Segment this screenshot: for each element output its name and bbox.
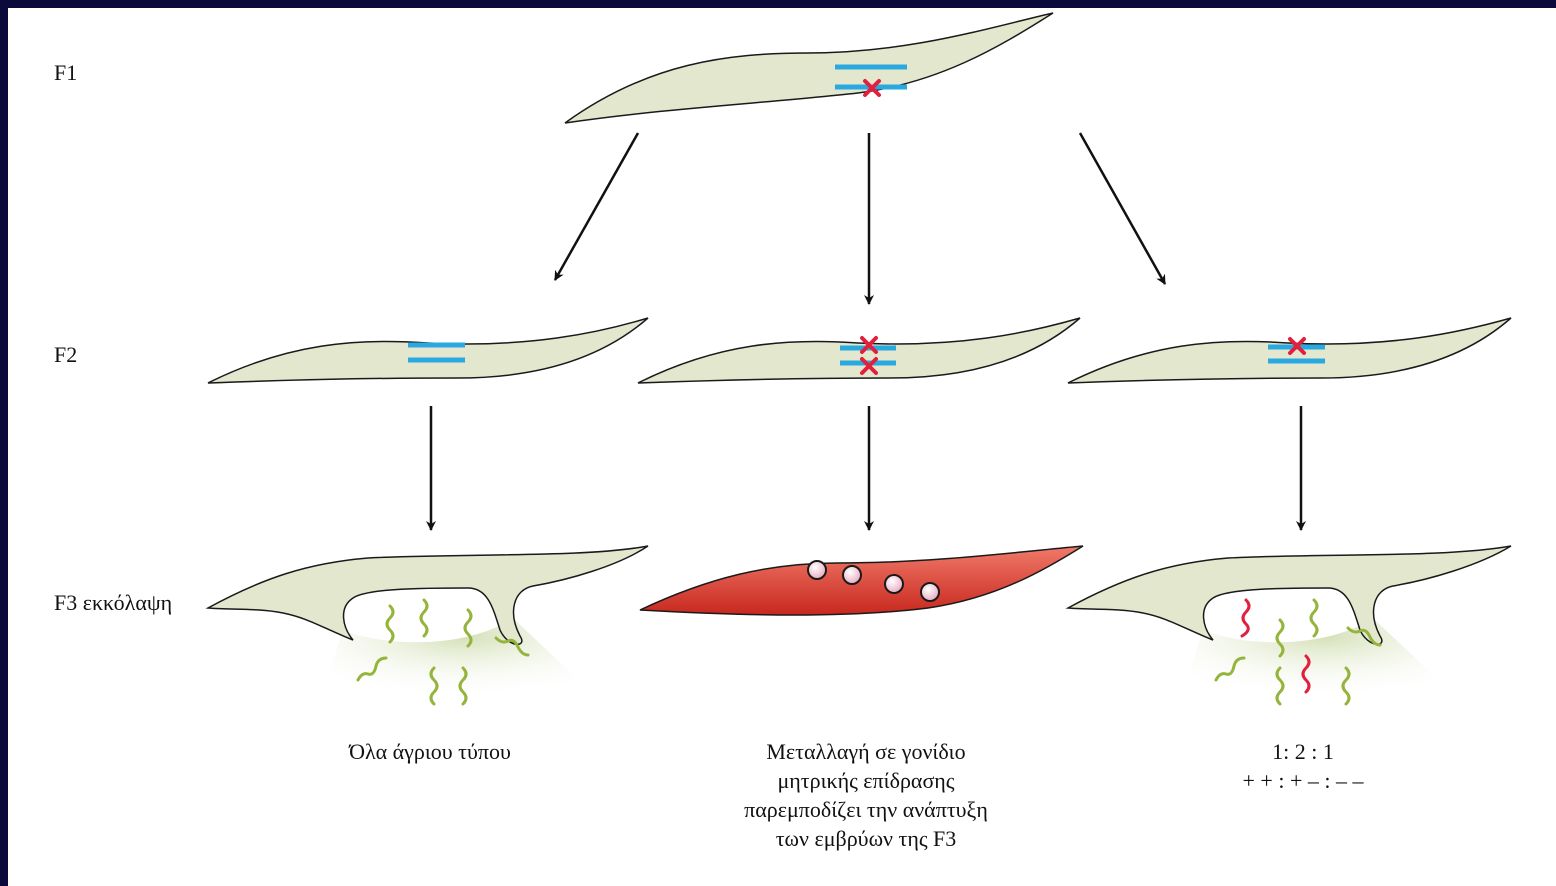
f3-worm-middle-arrested (640, 546, 1083, 615)
label-f2: F2 (54, 342, 77, 368)
f3-worm-right (1068, 546, 1511, 708)
arrows-f1-to-f2 (555, 133, 1165, 304)
f2-worm-left (208, 318, 648, 383)
caption-segregation: 1: 2 : 1 + + : + – : – – (1153, 737, 1453, 795)
caption-maternal-line-4: των εμβρύων της F3 (716, 824, 1016, 853)
caption-genotypes: + + : + – : – – (1153, 766, 1453, 795)
caption-maternal-line-3: παρεμποδίζει την ανάπτυξη (716, 795, 1016, 824)
f2-worm-middle (638, 318, 1080, 383)
caption-maternal-line-2: μητρικής επίδρασης (716, 766, 1016, 795)
f2-worm-right (1068, 318, 1511, 383)
f3-worm-left (208, 546, 648, 708)
caption-wild-type-text: Όλα άγριου τύπου (280, 737, 580, 766)
diagram-canvas: F1 F2 F3 εκκόλαψη Όλα άγριου τύπου Μεταλ… (8, 8, 1556, 886)
caption-ratio: 1: 2 : 1 (1153, 737, 1453, 766)
arrows-f2-to-f3 (431, 406, 1301, 530)
label-f1: F1 (54, 60, 77, 86)
label-f3: F3 εκκόλαψη (54, 590, 172, 616)
caption-maternal-effect: Μεταλλαγή σε γονίδιο μητρικής επίδρασης … (716, 737, 1016, 853)
caption-wild-type: Όλα άγριου τύπου (280, 737, 580, 766)
caption-maternal-line-1: Μεταλλαγή σε γονίδιο (716, 737, 1016, 766)
f1-worm (565, 13, 1053, 123)
